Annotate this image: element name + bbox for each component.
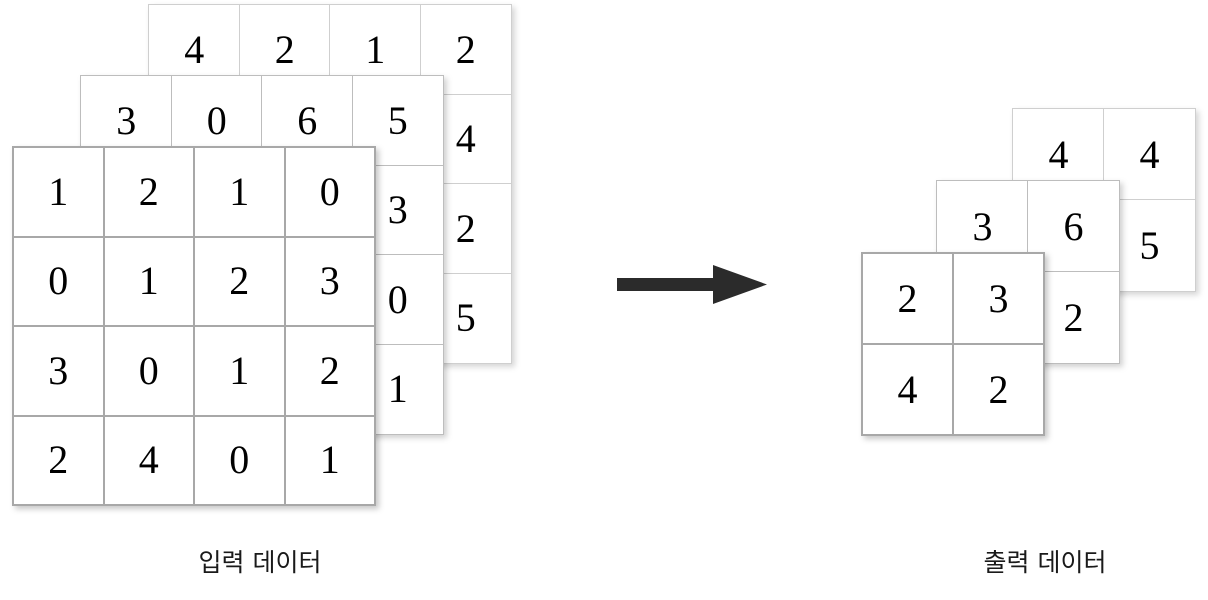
output-layer-front-cell-r1-c0: 4 xyxy=(861,343,954,436)
input-layer-front-cell-r0-c2: 1 xyxy=(193,146,286,238)
output-layer-front-cell-r1-c1: 2 xyxy=(952,343,1045,436)
output-layer-front-cell-r0-c1: 3 xyxy=(952,252,1045,345)
input-layer-front-cell-r2-c3: 2 xyxy=(283,325,376,417)
input-layer-front-cell-r0-c1: 2 xyxy=(102,146,195,238)
input-layer-front-cell-r2-c2: 1 xyxy=(193,325,286,417)
input-layer-front-cell-r1-c1: 1 xyxy=(102,235,195,327)
input-layer-front-cell-r0-c0: 1 xyxy=(12,146,105,238)
output-caption: 출력 데이터 xyxy=(983,548,1107,577)
input-layer-front-cell-r3-c3: 1 xyxy=(283,414,376,506)
input-layer-front-cell-r0-c3: 0 xyxy=(283,146,376,238)
output-layer-front-cell-r0-c0: 2 xyxy=(861,252,954,345)
input-layer-front-cell-r3-c1: 4 xyxy=(102,414,195,506)
input-caption: 입력 데이터 xyxy=(198,548,322,577)
input-layer-front-cell-r1-c3: 3 xyxy=(283,235,376,327)
input-layer-front-cell-r3-c2: 0 xyxy=(193,414,286,506)
input-layer-front-cell-r1-c2: 2 xyxy=(193,235,286,327)
input-layer-front-cell-r2-c1: 0 xyxy=(102,325,195,417)
input-layer-front-cell-r1-c0: 0 xyxy=(12,235,105,327)
input-layer-front-cell-r2-c0: 3 xyxy=(12,325,105,417)
input-layer-front-cell-r3-c0: 2 xyxy=(12,414,105,506)
right-arrow-icon xyxy=(617,265,767,304)
